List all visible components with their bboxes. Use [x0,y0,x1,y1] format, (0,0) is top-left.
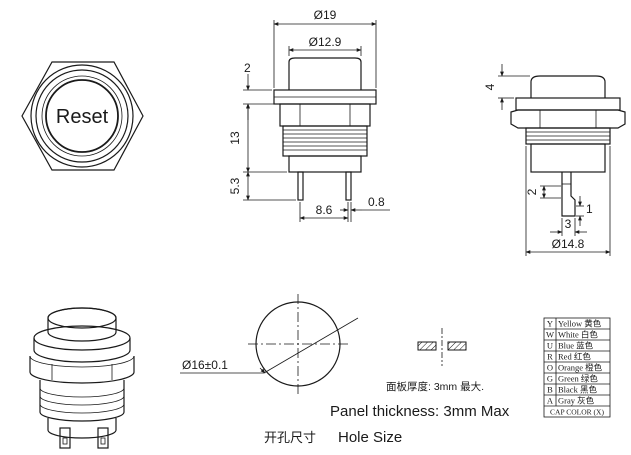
color-name: Black 黑色 [558,385,597,395]
color-code: G [547,374,553,384]
nut-outline [279,103,371,127]
housing-outline [288,155,362,173]
color-name: Orange 橙色 [558,363,603,373]
right-cap-outline [530,75,606,98]
bezel-outer-circle [30,64,134,168]
dim-outer-diameter: Ø19 [314,8,337,22]
perspective-view [29,307,135,449]
dim-thread-diameter: Ø14.8 [552,237,585,251]
cap-color-table: Y Yellow 黄色 W White 白色 U Blue 蓝色 R Red 红色 O Orang… [543,317,611,418]
color-code: W [546,330,554,340]
dim-terminal-length: 5.3 [228,177,242,194]
panel-thickness-en: Panel thickness: 3mm Max [330,403,510,420]
color-name: White 白色 [558,330,598,340]
dim-terminal-spacing: 8.6 [316,203,333,217]
color-code: B [547,385,553,395]
color-code: U [547,341,553,351]
terminal-right [345,171,352,201]
front-view: Reset [21,61,144,171]
dim-cap-diameter: Ø12.9 [309,35,342,49]
right-nut-outline [510,109,626,129]
color-name: Blue 蓝色 [558,341,594,351]
color-name: Red 红色 [558,352,591,362]
dim-terminal-width: 3 [565,217,572,231]
hole-view: Ø16±0.1 面板厚度: 3mm 最大. Panel thickness: 3… [180,294,510,446]
cap-outline [288,57,362,90]
dim-cap-height: 4 [483,83,497,90]
dim-body-height: 13 [228,131,242,145]
hole-diameter: Ø16±0.1 [182,358,228,372]
reset-label: Reset [56,106,109,128]
persp-terminal-right [97,427,109,449]
dim-terminal-thickness: 0.8 [368,195,385,209]
hex-nut-outline [21,61,144,171]
color-name: Yellow 黄色 [558,319,602,329]
thread-outline [282,125,368,157]
hole-size-cn: 开孔尺寸 [264,430,316,445]
color-name: Gray 灰色 [558,396,595,406]
panel-thickness-cn: 面板厚度: 3mm 最大. [386,380,484,393]
dim-terminal-tip: 1 [586,202,593,216]
bezel-inner-circle [35,69,129,163]
terminal-left [297,171,304,201]
color-code: Y [547,319,553,329]
panel-section [417,328,467,366]
dim-collar-height: 2 [244,61,251,75]
right-housing-outline [530,143,606,173]
right-terminal [561,172,576,217]
button-rim-circle [41,75,123,157]
dim-terminal-step: 2 [525,188,539,195]
right-bezel-outline [515,97,621,111]
button-cap-circle [45,79,119,153]
hole-size-en: Hole Size [338,429,402,446]
color-code: R [547,352,553,362]
color-code: O [547,363,553,373]
cap-color-footer: CAP COLOR (X) [550,408,604,417]
color-code: A [547,396,554,406]
right-view: 4 2 1 3 Ø14.8 [483,64,626,256]
persp-terminal-left [59,427,71,449]
side-view: Ø19 Ø12.9 2 13 5.3 8.6 0.8 [228,8,390,222]
color-name: Green 绿色 [558,374,598,384]
